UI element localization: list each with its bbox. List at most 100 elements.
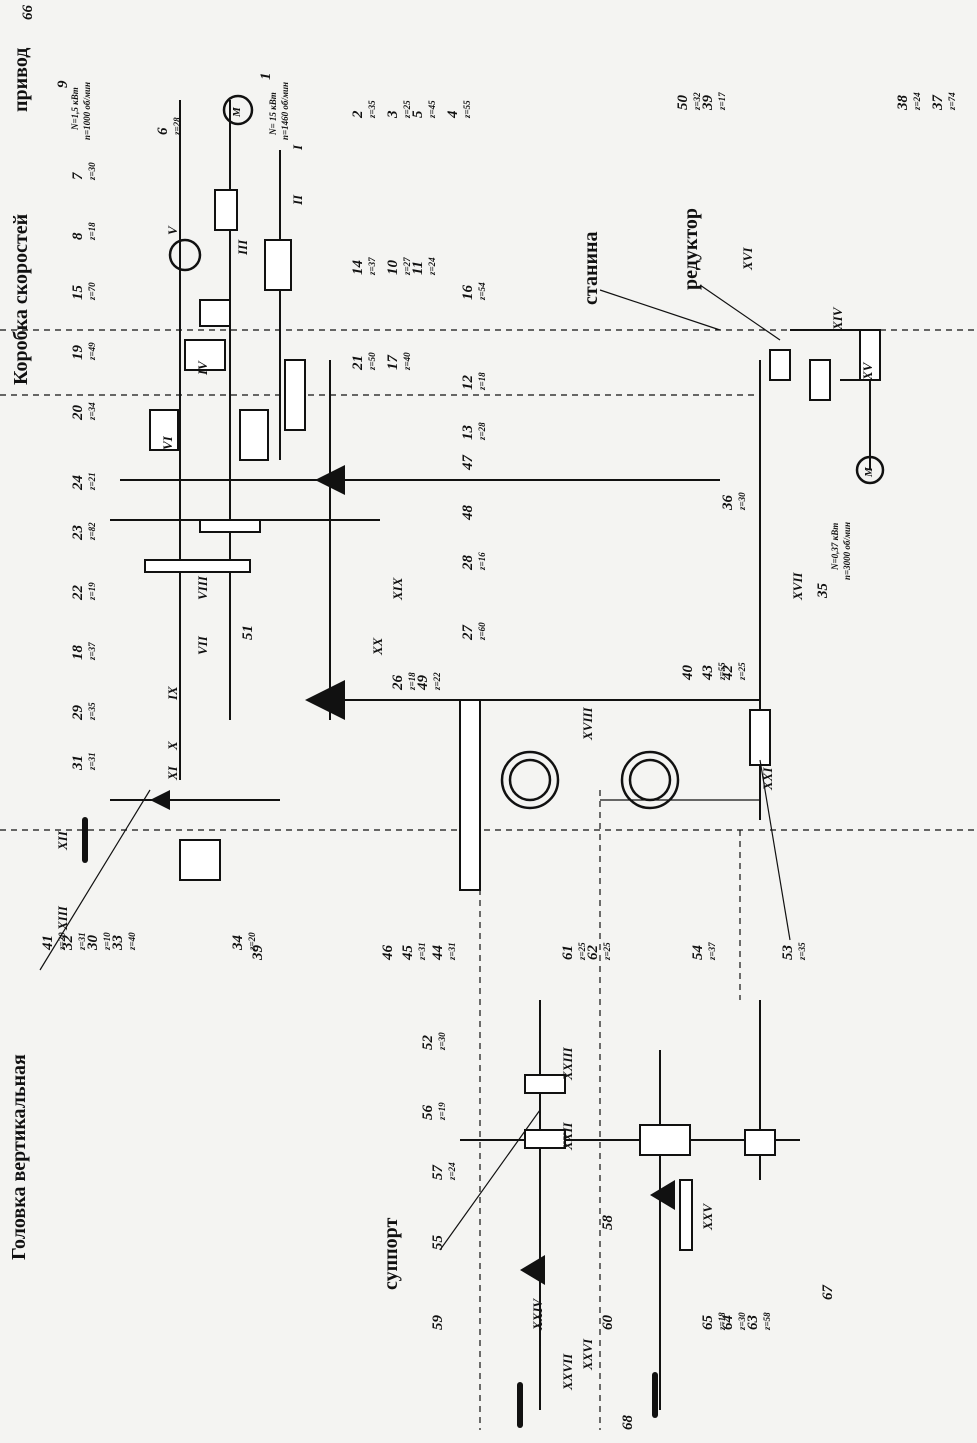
handwheel: [168, 238, 202, 272]
part-callout-51: 51: [240, 625, 257, 640]
gear-block: [524, 1129, 566, 1149]
tooth-count: z=30: [737, 492, 747, 510]
section-label-vertical-head: Головка вертикальная: [8, 1054, 30, 1260]
shaft-label-xxv: XXV: [700, 1203, 715, 1230]
gear-block: [769, 349, 791, 381]
part-number: 11: [410, 260, 426, 275]
part-number: 66: [20, 5, 36, 20]
part-number: 38: [895, 95, 911, 110]
part-callout-66: 66: [20, 5, 37, 20]
shaft-label-xii: XII: [55, 831, 70, 850]
shaft-label-xx: XX: [370, 637, 385, 655]
shaft-label-xxvii: XXVII: [560, 1353, 575, 1390]
tooth-count: z=35: [367, 100, 377, 118]
shaft-label-xv: XV: [860, 362, 875, 380]
motor-symbol: М: [231, 107, 243, 117]
gear-block: [679, 1179, 693, 1251]
bevel-gear: [305, 680, 345, 720]
tooth-count: z=70: [87, 282, 97, 300]
tooth-count: z=25: [737, 662, 747, 680]
tooth-count: z=55: [462, 100, 472, 118]
gear-block: [199, 519, 261, 533]
tooth-count: z=37: [707, 942, 717, 960]
part-number: 2: [350, 110, 366, 119]
tooth-count: z=49: [87, 342, 97, 360]
gear-block: [264, 239, 292, 291]
part-number: 17: [385, 355, 401, 370]
gear-block: [239, 409, 269, 461]
tooth-count: z=25: [602, 942, 612, 960]
part-number: 7: [70, 172, 86, 181]
tooth-count: z=50: [367, 352, 377, 370]
tooth-count: z=19: [87, 582, 97, 600]
leader: [39, 789, 151, 971]
gear-block: [149, 409, 179, 451]
tooth-count: z=58: [762, 1312, 772, 1330]
tooth-count: z=30: [87, 162, 97, 180]
motor-drive-aux-power: N=1,5 кВт: [70, 87, 80, 130]
tooth-count: z=22: [432, 672, 442, 690]
tooth-count: z=28: [172, 117, 182, 135]
part-number: 58: [600, 1215, 616, 1230]
shaft-label-iii: III: [235, 239, 250, 255]
part-number: 3: [385, 110, 401, 119]
tooth-count: z=31: [87, 752, 97, 770]
gear-block: [749, 709, 771, 766]
bevel-gear: [315, 465, 345, 495]
part-number: 64: [720, 1315, 736, 1330]
part-number: 45: [400, 945, 416, 960]
part-callout-58: 58: [600, 1215, 617, 1230]
tooth-count: z=16: [477, 552, 487, 570]
part-number: 21: [350, 355, 366, 370]
part-number: 51: [240, 625, 256, 640]
motor-feed-power: N=0,37 кВт: [830, 522, 840, 570]
part-number: 60: [600, 1315, 616, 1330]
part-callout-46: 46: [380, 945, 397, 960]
part-number: 18: [70, 645, 86, 660]
section-label-frame: станина: [580, 231, 602, 305]
gear-block: [199, 299, 231, 327]
tooth-count: z=37: [87, 642, 97, 660]
part-number: 37: [930, 95, 946, 110]
shaft-label-xiv: XIV: [830, 307, 845, 330]
part-number: 42: [720, 665, 736, 680]
section-label-carriage: суппорт: [380, 1217, 402, 1290]
shaft-label-ii: II: [290, 194, 305, 205]
tooth-count: z=19: [437, 1102, 447, 1120]
part-number: 26: [390, 675, 406, 690]
part-number: 13: [460, 425, 476, 440]
part-number: 41: [40, 935, 56, 950]
part-number: 52: [420, 1035, 436, 1050]
shaft-label-xxiv: XXIV: [530, 1298, 545, 1330]
section-label-drive: привод: [10, 47, 32, 112]
tooth-count: z=35: [797, 942, 807, 960]
part-callout-60: 60: [600, 1315, 617, 1330]
motor-feed-callout: 35: [815, 583, 831, 598]
part-number: 16: [460, 285, 476, 300]
part-number: 10: [385, 260, 401, 275]
part-number: 57: [430, 1165, 446, 1180]
tooth-count: z=37: [367, 257, 377, 275]
section-label-reducer: редуктор: [680, 207, 702, 290]
part-number: 67: [820, 1285, 836, 1300]
